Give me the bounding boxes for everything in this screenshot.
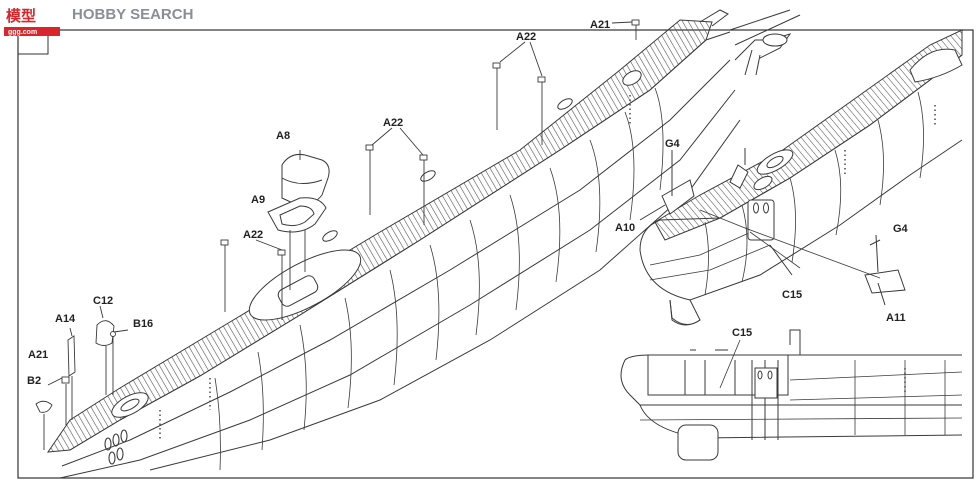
label-b2: B2 — [27, 375, 41, 387]
main-hull — [46, 9, 801, 479]
part-labels: A21 A22 A22 A22 A8 A9 C12 A14 B16 A21 B2… — [27, 19, 909, 387]
label-c15-mid: C15 — [782, 289, 802, 301]
main-deck — [46, 19, 713, 453]
label-a9: A9 — [251, 194, 265, 206]
detail-bow-view — [639, 29, 963, 326]
label-c12: C12 — [93, 295, 113, 307]
detail-side-view — [620, 329, 963, 461]
bow-vents — [104, 429, 128, 465]
label-a21-top: A21 — [590, 19, 610, 31]
part-g4-right — [864, 269, 906, 294]
watermark-logo: 模型 HOBBY SEARCH ggg.com — [4, 3, 193, 36]
watermark-english: HOBBY SEARCH — [72, 6, 193, 23]
label-a22-low: A22 — [243, 229, 263, 241]
detail-deck — [654, 29, 963, 241]
watermark-chinese: 模型 — [6, 7, 36, 25]
label-a22-mid: A22 — [383, 117, 403, 129]
bow-parts — [35, 305, 129, 450]
page-border — [17, 29, 974, 479]
label-a22-top: A22 — [516, 31, 536, 43]
label-a10: A10 — [615, 222, 635, 234]
label-c15-bottom: C15 — [732, 327, 752, 339]
watermark-url: ggg.com — [8, 29, 37, 36]
label-a14: A14 — [55, 313, 76, 325]
part-g4-left — [661, 179, 695, 215]
part-a14 — [67, 335, 76, 377]
label-a8: A8 — [276, 130, 290, 142]
label-g4-top: G4 — [665, 138, 681, 150]
part-a9 — [267, 197, 327, 233]
part-b2 — [35, 400, 53, 413]
fixture-pins — [220, 19, 640, 320]
part-c12 — [95, 320, 115, 346]
label-a21-left: A21 — [28, 349, 48, 361]
label-a11: A11 — [886, 312, 906, 324]
label-g4-right: G4 — [893, 223, 909, 235]
label-b16: B16 — [133, 318, 153, 330]
